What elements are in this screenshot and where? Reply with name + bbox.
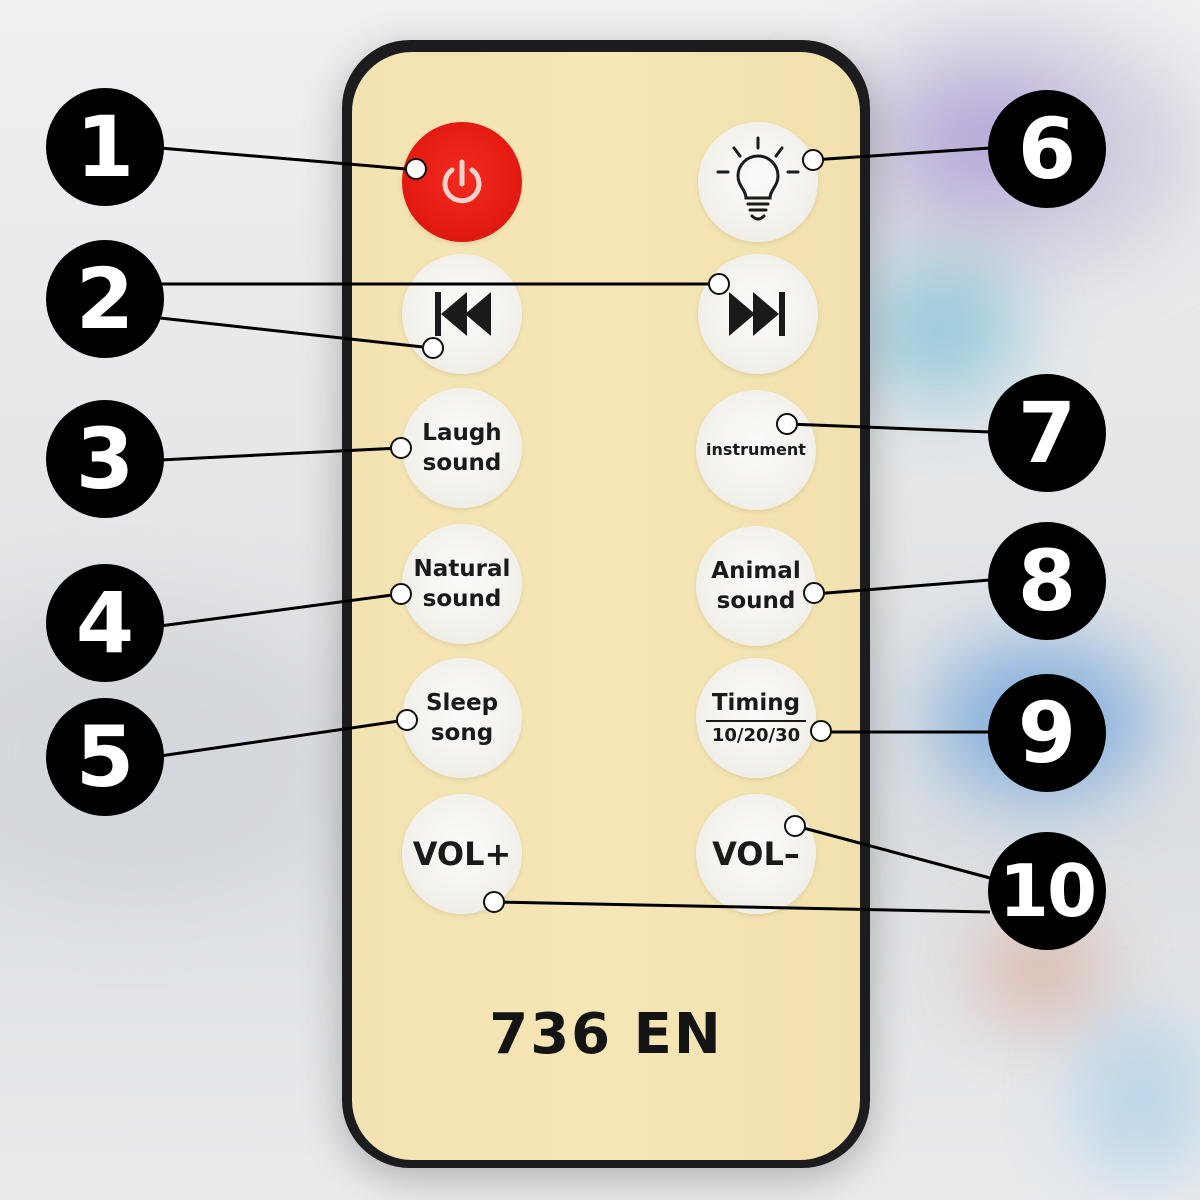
natural-sound-label-line2: sound	[422, 586, 502, 612]
callout-dot	[422, 337, 444, 359]
callout-badge-3: 3	[46, 400, 164, 518]
timing-label: Timing	[711, 690, 801, 716]
callout-dot	[803, 582, 825, 604]
callout-badge-9: 9	[988, 674, 1106, 792]
callout-badge-4: 4	[46, 564, 164, 682]
callout-badge-1: 1	[46, 88, 164, 206]
callout-dot	[784, 815, 806, 837]
timing-button[interactable]: Timing 10/20/30	[696, 658, 816, 778]
animal-sound-label-line2: sound	[716, 588, 796, 614]
model-label: 736 EN	[489, 1002, 723, 1067]
callout-dot	[776, 413, 798, 435]
callout-badge-10: 10	[988, 832, 1106, 950]
callout-badge-7: 7	[988, 374, 1106, 492]
volume-up-label: VOL+	[412, 835, 512, 873]
callout-dot	[390, 437, 412, 459]
power-icon	[442, 159, 482, 204]
callout-dot	[802, 149, 824, 171]
background-blur	[1080, 1020, 1200, 1180]
callout-badge-5: 5	[46, 698, 164, 816]
instrument-label: instrument	[706, 440, 806, 459]
previous-track-button[interactable]	[402, 254, 522, 374]
skip-next-icon	[729, 292, 785, 336]
animal-sound-label-line1: Animal	[711, 558, 801, 584]
natural-sound-button[interactable]: Natural sound	[402, 524, 522, 644]
sleep-song-label-line2: song	[430, 720, 494, 746]
timing-options-label: 10/20/30	[711, 725, 801, 746]
instrument-button[interactable]: instrument	[696, 390, 816, 510]
callout-dot	[810, 720, 832, 742]
laugh-sound-label-line2: sound	[422, 450, 502, 476]
callout-badge-6: 6	[988, 90, 1106, 208]
sleep-song-label-line1: Sleep	[425, 690, 499, 716]
callout-dot	[483, 891, 505, 913]
skip-previous-icon	[435, 292, 491, 336]
callout-dot	[396, 709, 418, 731]
background-blur	[860, 260, 1020, 400]
volume-down-label: VOL–	[712, 835, 800, 873]
light-button[interactable]	[698, 122, 818, 242]
callout-dot	[390, 583, 412, 605]
power-button[interactable]	[402, 122, 522, 242]
callout-dot	[405, 158, 427, 180]
sleep-song-button[interactable]: Sleep song	[402, 658, 522, 778]
natural-sound-label-line1: Natural	[413, 556, 511, 582]
volume-down-button[interactable]: VOL–	[696, 794, 816, 914]
timing-divider	[706, 720, 806, 722]
callout-dot	[708, 273, 730, 295]
laugh-sound-label-line1: Laugh	[422, 420, 502, 446]
callout-badge-2: 2	[46, 240, 164, 358]
animal-sound-button[interactable]: Animal sound	[696, 526, 816, 646]
light-bulb-icon	[716, 136, 800, 221]
callout-badge-8: 8	[988, 522, 1106, 640]
laugh-sound-button[interactable]: Laugh sound	[402, 388, 522, 508]
